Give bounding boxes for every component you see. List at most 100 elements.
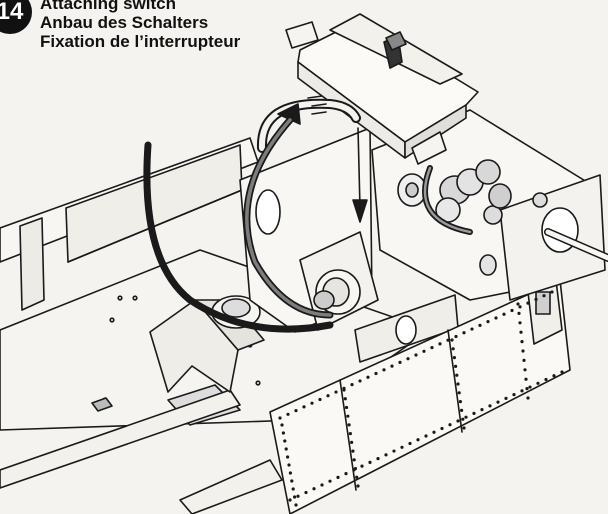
rivet	[460, 408, 464, 412]
hull-rivets	[278, 290, 564, 507]
rivet	[334, 390, 338, 394]
rivet	[510, 308, 514, 313]
rivet	[326, 394, 330, 398]
rivet	[525, 387, 529, 391]
rivet	[281, 431, 285, 435]
rivet	[350, 383, 354, 387]
rivet	[286, 412, 290, 416]
rivet	[400, 445, 404, 449]
rivet	[286, 455, 290, 459]
rivet	[336, 475, 340, 480]
rivet	[368, 460, 372, 464]
gray-wire	[243, 116, 334, 319]
right-hull-panel	[269, 279, 571, 514]
rivet	[382, 368, 386, 372]
rivet	[280, 423, 284, 427]
rivet	[526, 301, 530, 305]
rivet	[518, 321, 522, 325]
rivet	[278, 416, 282, 420]
rivet	[392, 449, 396, 453]
rivet	[470, 327, 474, 331]
rivet	[454, 364, 458, 368]
rivet	[451, 347, 455, 351]
rivet	[360, 464, 364, 468]
rivet	[291, 487, 295, 491]
rotate-arrow	[256, 95, 361, 153]
rivet	[355, 475, 359, 479]
step-header: 14 Attaching switch Anbau des Schalters …	[0, 0, 300, 56]
switch-mount-boss	[299, 231, 379, 331]
rivet	[294, 408, 298, 413]
rivet	[523, 368, 527, 372]
rivet	[406, 357, 410, 361]
rivet	[343, 397, 347, 401]
rivet	[518, 305, 522, 309]
rivet	[461, 417, 465, 421]
rivet	[519, 330, 523, 334]
rivet	[312, 487, 316, 491]
rivet	[454, 334, 458, 339]
rivet	[344, 405, 349, 410]
rivet	[478, 323, 482, 327]
rivet	[450, 338, 454, 342]
rivet	[351, 449, 355, 453]
motor-wire	[422, 165, 473, 235]
rivet	[374, 371, 378, 376]
rivet	[488, 404, 492, 408]
rivet	[516, 302, 520, 306]
rivet	[512, 392, 516, 397]
rivet	[296, 494, 300, 498]
rivet	[534, 297, 538, 302]
rivet	[287, 463, 291, 467]
rivet	[494, 316, 498, 320]
step-title-english: Attaching switch	[40, 0, 177, 13]
step-title-german: Anbau des Schalters	[40, 13, 209, 32]
rivet	[430, 345, 434, 350]
rivet	[358, 379, 362, 383]
rivet	[520, 389, 524, 393]
rivet	[352, 458, 356, 462]
rivet	[346, 414, 350, 418]
rivet	[528, 385, 532, 389]
rivet	[455, 373, 459, 377]
rivet	[390, 364, 394, 368]
black-wire	[143, 141, 334, 333]
step-titles: Attaching switch Anbau des Schalters Fix…	[40, 0, 240, 51]
rivet	[440, 426, 444, 431]
rivet	[288, 471, 292, 475]
rivet	[464, 415, 468, 419]
rivet	[290, 479, 294, 483]
rivet	[456, 419, 460, 423]
rivet	[356, 484, 360, 488]
step-title-french: Fixation de l’interrupteur	[40, 32, 241, 51]
rivet	[448, 423, 452, 427]
rivet	[294, 503, 298, 507]
rivet	[376, 456, 380, 461]
rivet	[522, 358, 526, 362]
rivet	[452, 356, 456, 360]
rivet	[526, 396, 530, 400]
rivet	[560, 370, 564, 374]
rivet	[432, 430, 436, 434]
rivet	[302, 405, 306, 409]
rivet	[318, 397, 322, 402]
rivet	[366, 375, 370, 379]
rivet	[552, 374, 556, 378]
rivet	[517, 311, 521, 315]
rivet	[348, 432, 352, 436]
gear-train	[397, 159, 512, 223]
rivet	[536, 381, 540, 385]
rivet	[542, 294, 546, 298]
rivet	[456, 382, 460, 386]
rivet	[293, 495, 297, 499]
rivet	[486, 320, 490, 324]
rivet	[344, 472, 348, 476]
front-left-rail	[0, 389, 283, 514]
rivet	[320, 483, 324, 487]
rivet	[304, 490, 308, 495]
rivet	[457, 391, 461, 395]
rivet	[502, 312, 506, 316]
rivet	[446, 338, 450, 342]
rivet	[310, 401, 314, 405]
